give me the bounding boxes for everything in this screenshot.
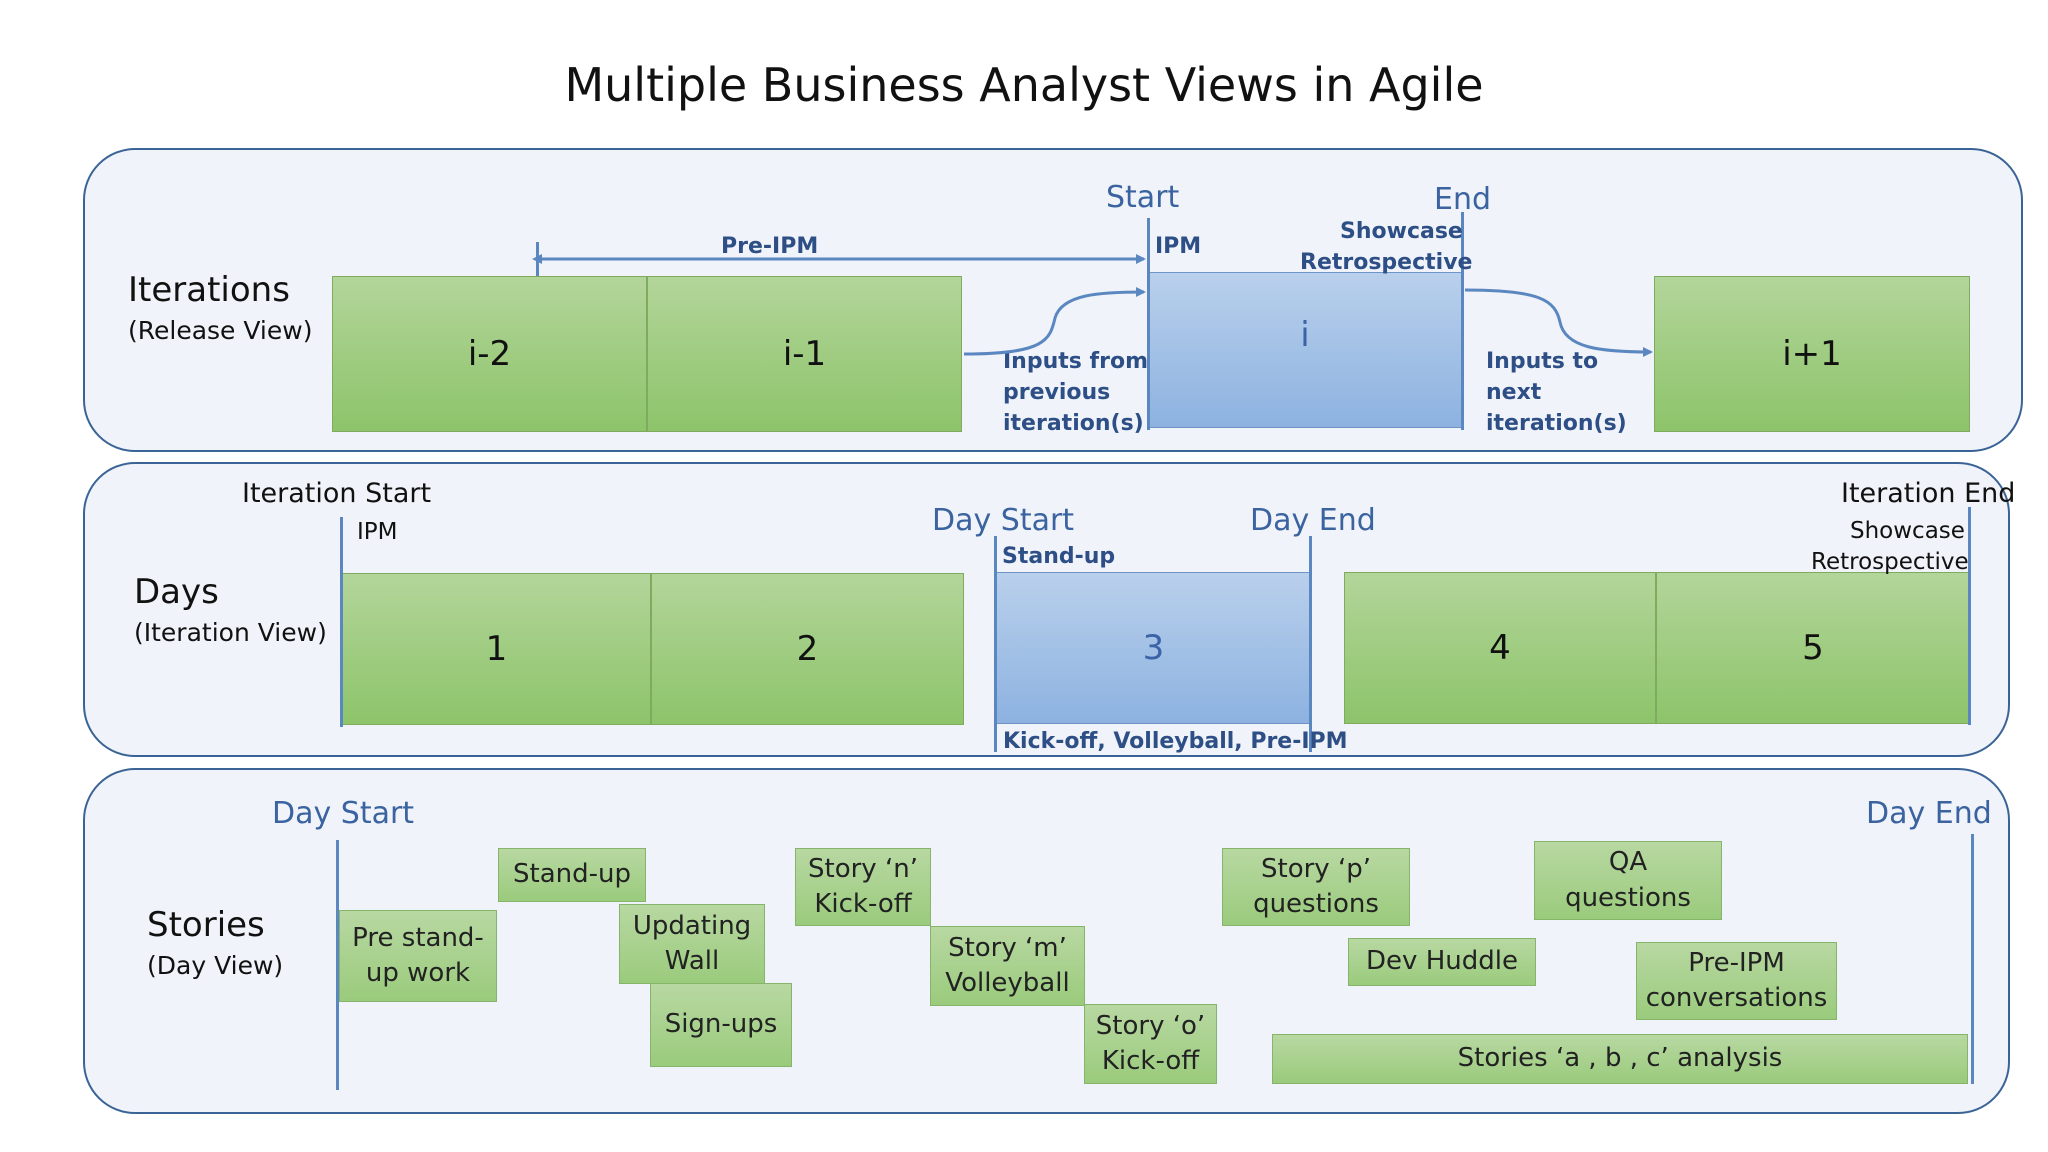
story-n-box: Story ‘n’ Kick-off: [795, 848, 931, 926]
day-end-label: Day End: [1250, 503, 1376, 538]
inputs-to-line-3: iteration(s): [1486, 410, 1627, 436]
iterations-label: Iterations: [128, 270, 290, 310]
stories-day-start-line: [336, 840, 339, 1090]
stories-day-end-label: Day End: [1866, 796, 1992, 831]
iterations-sublabel: (Release View): [128, 316, 313, 345]
iteration-end-label: Iteration End: [1841, 478, 2016, 509]
days-label: Days: [134, 572, 219, 612]
story-p-line-2: questions: [1253, 889, 1379, 919]
qa-line-2: questions: [1565, 882, 1691, 913]
story-o-box: Story ‘o’ Kick-off: [1084, 1004, 1217, 1084]
story-m-line-1: Story ‘m’: [948, 932, 1067, 963]
days-retrospective-label: Retrospective: [1811, 549, 1969, 575]
days-ipm-label: IPM: [357, 519, 398, 545]
pre-standup-line-1: Pre stand-: [352, 922, 484, 953]
days-iteration-end-line: [1968, 507, 1971, 725]
inputs-to-text: Inputs to next iteration(s): [1486, 347, 1627, 439]
day-box-5: 5: [1656, 572, 1970, 724]
updating-wall-line-2: Wall: [664, 946, 720, 976]
iteration-start-line: [1147, 218, 1150, 430]
iteration-end-label: End: [1434, 182, 1492, 217]
ipm-label: IPM: [1155, 234, 1202, 259]
stories-day-end-line: [1971, 834, 1974, 1084]
days-sublabel: (Iteration View): [134, 618, 327, 647]
stories-abc-box: Stories ‘a , b , c’ analysis: [1272, 1034, 1968, 1084]
pre-ipm-conv-line-2: conversations: [1645, 983, 1828, 1013]
inputs-from-line-1: Inputs from: [1003, 349, 1148, 374]
days-day-end-line: [1309, 536, 1312, 752]
dev-huddle-box: Dev Huddle: [1348, 938, 1536, 986]
story-o-line-2: Kick-off: [1101, 1046, 1200, 1076]
days-showcase-label: Showcase: [1850, 518, 1965, 544]
pre-ipm-label: Pre-IPM: [721, 234, 819, 259]
day-box-4: 4: [1344, 572, 1656, 724]
days-day-start-line: [994, 536, 997, 752]
page-title: Multiple Business Analyst Views in Agile: [564, 58, 1484, 112]
days-kickoff-label: Kick-off, Volleyball, Pre-IPM: [1003, 729, 1348, 754]
iteration-box-i-1: i-1: [647, 276, 962, 432]
day-box-2: 2: [651, 573, 964, 725]
iteration-box-i-2: i-2: [332, 276, 647, 432]
day-box-3: 3: [996, 572, 1311, 724]
stories-sublabel: (Day View): [147, 951, 284, 980]
showcase-label: Showcase: [1340, 219, 1463, 244]
pre-ipm-conv-line-1: Pre-IPM: [1688, 947, 1785, 978]
story-o-line-1: Story ‘o’: [1095, 1010, 1206, 1041]
inputs-from-text: Inputs from previous iteration(s): [1003, 347, 1148, 439]
stories-day-start-label: Day Start: [272, 796, 415, 831]
iteration-start-label: Start: [1106, 180, 1180, 215]
pre-ipm-start-line: [536, 242, 539, 276]
days-standup-label: Stand-up: [1002, 544, 1116, 569]
iteration-end-line: [1461, 212, 1464, 430]
inputs-from-line-2: previous: [1003, 379, 1111, 405]
inputs-to-line-1: Inputs to: [1486, 349, 1599, 374]
inputs-from-line-3: iteration(s): [1003, 410, 1144, 436]
qa-questions-box: QA questions: [1534, 841, 1722, 920]
days-iteration-start-line: [340, 517, 343, 727]
pre-standup-box: Pre stand-up work: [339, 910, 497, 1002]
story-p-line-1: Story ‘p’: [1261, 853, 1371, 884]
qa-line-1: QA: [1608, 847, 1648, 878]
pre-standup-line-2: up work: [365, 958, 471, 988]
stories-label: Stories: [147, 905, 265, 945]
updating-wall-line-1: Updating: [632, 910, 752, 941]
iteration-box-i+1: i+1: [1654, 276, 1970, 432]
story-n-line-2: Kick-off: [814, 889, 912, 919]
story-p-box: Story ‘p’ questions: [1222, 848, 1410, 926]
iteration-start-label: Iteration Start: [242, 478, 432, 509]
retrospective-label: Retrospective: [1300, 250, 1473, 275]
standup-box: Stand-up: [498, 848, 646, 902]
iteration-box-i: i: [1147, 272, 1463, 428]
story-m-line-2: Volleyball: [945, 968, 1070, 998]
pre-ipm-conversations-box: Pre-IPM conversations: [1636, 942, 1837, 1020]
story-m-box: Story ‘m’ Volleyball: [930, 926, 1085, 1006]
inputs-to-line-2: next: [1486, 379, 1542, 405]
story-n-line-1: Story ‘n’: [808, 853, 918, 884]
day-start-label: Day Start: [932, 503, 1075, 538]
day-box-1: 1: [342, 573, 651, 725]
signups-box: Sign-ups: [650, 983, 792, 1067]
